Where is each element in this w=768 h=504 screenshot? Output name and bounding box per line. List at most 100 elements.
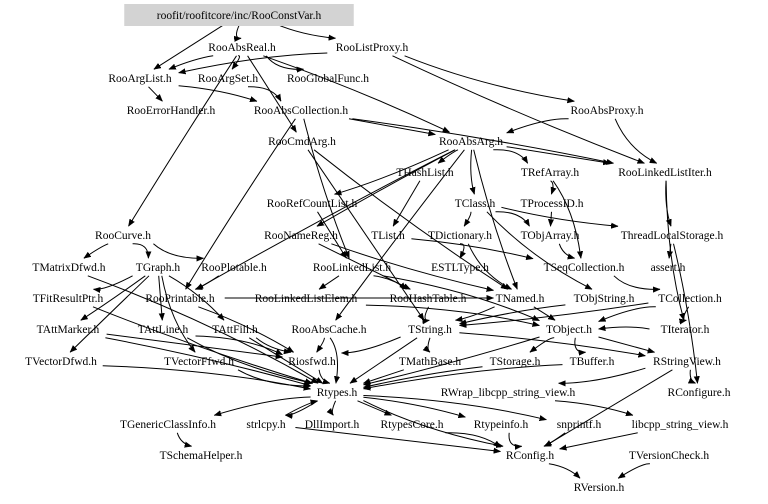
node-label: RooLinkedListIter.h xyxy=(618,167,712,179)
node-rooabscollection[interactable]: RooAbsCollection.h xyxy=(254,105,348,117)
node-tmatrixdfwd[interactable]: TMatrixDfwd.h xyxy=(32,262,105,274)
node-rooplotable[interactable]: RooPlotable.h xyxy=(201,262,267,274)
node-rconfig[interactable]: RConfig.h xyxy=(506,450,554,462)
node-label: Rtypes.h xyxy=(317,387,358,399)
node-label: RooRefCountList.h xyxy=(267,198,358,210)
node-tobjstring[interactable]: TObjString.h xyxy=(574,293,635,305)
edge-rooabscache-to-rtypes xyxy=(329,337,337,384)
edge-rtypeinfo-to-rconfig xyxy=(508,432,522,447)
node-thashlist[interactable]: THashList.h xyxy=(396,167,453,179)
node-rooglobalfunc[interactable]: RooGlobalFunc.h xyxy=(287,73,369,85)
node-assert[interactable]: assert.h xyxy=(651,262,686,274)
node-tattfill[interactable]: TAttFill.h xyxy=(212,324,258,336)
node-tbuffer[interactable]: TBuffer.h xyxy=(570,356,615,368)
node-tgenericclassinfo[interactable]: TGenericClassInfo.h xyxy=(120,419,216,431)
node-rtypescore[interactable]: RtypesCore.h xyxy=(381,419,444,431)
node-tversioncheck[interactable]: TVersionCheck.h xyxy=(629,450,709,462)
node-rooabscache[interactable]: RooAbsCache.h xyxy=(291,324,366,336)
edge-tbuffer-to-rtypes xyxy=(363,364,563,389)
node-rooargset[interactable]: RooArgSet.h xyxy=(198,73,258,85)
node-roorefcountlist[interactable]: RooRefCountList.h xyxy=(267,198,358,210)
node-rooconstvar[interactable]: roofit/roofitcore/inc/RooConstVar.h xyxy=(124,4,354,26)
node-snprintf[interactable]: snprintf.h xyxy=(557,419,602,431)
node-label: DllImport.h xyxy=(305,419,360,431)
node-rconfigure[interactable]: RConfigure.h xyxy=(668,387,731,399)
edge-riosfwd-to-rtypes xyxy=(318,369,330,384)
dependency-edges xyxy=(70,23,698,479)
edge-libcpp_string_view-to-rconfig xyxy=(560,432,638,449)
node-dllimport[interactable]: DllImport.h xyxy=(305,419,360,431)
node-rstringview[interactable]: RStringView.h xyxy=(653,356,721,368)
node-label: ESTLType.h xyxy=(431,262,489,274)
edge-tmatrixdfwd-to-rtypes xyxy=(87,275,318,384)
node-rooerrorhandler[interactable]: RooErrorHandler.h xyxy=(127,105,216,117)
edge-rstringview-to-rconfigure xyxy=(690,369,695,384)
node-tfitresultptr[interactable]: TFitResultPtr.h xyxy=(33,293,104,305)
edge-rooprintable-to-riosfwd xyxy=(198,306,293,353)
node-roolinkedlist[interactable]: RooLinkedList.h xyxy=(313,262,392,274)
node-roolinkedlistiter[interactable]: RooLinkedListIter.h xyxy=(618,167,712,179)
node-tlist[interactable]: TList.h xyxy=(371,230,405,242)
edge-tmathbase-to-rtypes xyxy=(363,369,404,384)
node-label: TVectorDfwd.h xyxy=(25,356,97,368)
edge-roolinkedlist-to-tobject xyxy=(382,275,540,322)
node-strlcpy[interactable]: strlcpy.h xyxy=(246,419,285,431)
edge-tversioncheck-to-rversion xyxy=(618,463,650,479)
node-trefarray[interactable]: TRefArray.h xyxy=(521,167,580,179)
node-rtypeinfo[interactable]: Rtypeinfo.h xyxy=(474,419,529,431)
node-label: RooCurve.h xyxy=(95,230,151,242)
node-tnamed[interactable]: TNamed.h xyxy=(496,293,545,305)
node-roocurve[interactable]: RooCurve.h xyxy=(95,230,151,242)
node-tstorage[interactable]: TStorage.h xyxy=(490,356,541,368)
node-tcollection[interactable]: TCollection.h xyxy=(658,293,722,305)
node-tvectordfwd[interactable]: TVectorDfwd.h xyxy=(25,356,97,368)
edge-rooabsproxy-to-roolinkedlistiter xyxy=(614,118,657,164)
node-rtypes[interactable]: Rtypes.h xyxy=(317,387,358,399)
node-roolinkedlistelem[interactable]: RooLinkedListElem.h xyxy=(255,293,358,305)
node-tprocessid[interactable]: TProcessID.h xyxy=(521,198,584,210)
node-rooabsproxy[interactable]: RooAbsProxy.h xyxy=(570,105,643,117)
node-tvectorffwd[interactable]: TVectorFfwd.h xyxy=(164,356,234,368)
edge-rooabsarg-to-tnamed xyxy=(473,149,518,289)
edge-rtypes-to-snprintf xyxy=(363,395,546,420)
edge-tstring-to-tmathbase xyxy=(428,337,431,353)
node-tclass[interactable]: TClass.h xyxy=(455,198,496,210)
node-titerator[interactable]: TIterator.h xyxy=(661,324,710,336)
edge-snprintf-to-rconfig xyxy=(544,432,566,447)
node-rooabsarg[interactable]: RooAbsArg.h xyxy=(439,136,503,148)
node-rooprintable[interactable]: RooPrintable.h xyxy=(145,293,215,305)
edge-rooabsarg-to-roolinkedlistiter xyxy=(506,146,611,164)
node-tschemahelper[interactable]: TSchemaHelper.h xyxy=(160,450,243,462)
node-tmathbase[interactable]: TMathBase.h xyxy=(399,356,462,368)
node-tstring[interactable]: TString.h xyxy=(408,324,452,336)
node-label: RooNameReg.h xyxy=(264,230,338,242)
node-tgraph[interactable]: TGraph.h xyxy=(136,262,181,274)
node-label: roofit/roofitcore/inc/RooConstVar.h xyxy=(157,10,322,22)
node-label: TObjArray.h xyxy=(521,230,580,242)
node-tattline[interactable]: TAttLine.h xyxy=(138,324,189,336)
edge-tattfill-to-riosfwd xyxy=(255,337,291,353)
edge-rconfig-to-rversion xyxy=(548,463,580,479)
node-tattmarker[interactable]: TAttMarker.h xyxy=(37,324,100,336)
node-roohashtable[interactable]: RooHashTable.h xyxy=(390,293,467,305)
node-rooabsreal[interactable]: RooAbsReal.h xyxy=(208,42,276,54)
node-threadlocalstorage[interactable]: ThreadLocalStorage.h xyxy=(621,230,724,242)
node-label: TStorage.h xyxy=(490,356,541,368)
edge-tstorage-to-rtypes xyxy=(363,366,483,388)
node-rooarglist[interactable]: RooArgList.h xyxy=(108,73,172,85)
edge-tclass-to-threadlocalstorage xyxy=(501,206,618,226)
node-roocmdarg[interactable]: RooCmdArg.h xyxy=(268,136,336,148)
node-roonamereg[interactable]: RooNameReg.h xyxy=(264,230,338,242)
node-tobject[interactable]: TObject.h xyxy=(546,324,592,336)
node-tseqcollection[interactable]: TSeqCollection.h xyxy=(544,262,625,274)
node-libcpp-string-view[interactable]: libcpp_string_view.h xyxy=(632,419,729,431)
node-label: RooPrintable.h xyxy=(145,293,215,305)
node-tobjarray[interactable]: TObjArray.h xyxy=(521,230,580,242)
node-rwrap-libcpp-string-view[interactable]: RWrap_libcpp_string_view.h xyxy=(441,387,576,399)
node-tdictionary[interactable]: TDictionary.h xyxy=(428,230,492,242)
node-roolistproxy[interactable]: RooListProxy.h xyxy=(336,42,409,54)
node-riosfwd[interactable]: Riosfwd.h xyxy=(288,356,336,368)
node-estltype[interactable]: ESTLType.h xyxy=(431,262,489,274)
edge-roolistproxy-to-rooabsproxy xyxy=(404,55,575,102)
node-rversion[interactable]: RVersion.h xyxy=(574,482,625,494)
